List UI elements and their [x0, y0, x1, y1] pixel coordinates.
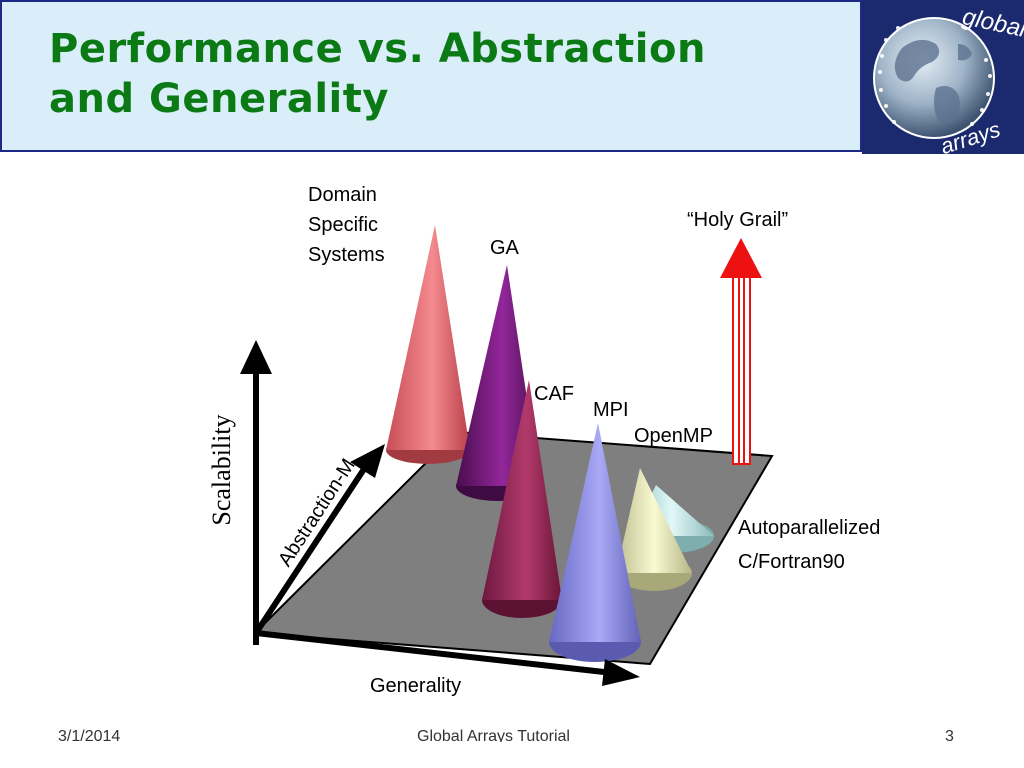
- cone-openmp: [616, 468, 692, 591]
- label-domain-specific: Domain Specific Systems: [308, 180, 385, 270]
- label-generality: Generality: [370, 675, 462, 697]
- global-arrays-logo: global arrays: [862, 0, 1024, 154]
- slide-title: Performance vs. Abstraction and Generali…: [49, 24, 706, 124]
- footer-center: Global Arrays Tutorial: [417, 716, 570, 742]
- abstraction-axis: [253, 444, 385, 635]
- scalability-axis: [240, 340, 272, 645]
- generality-axis: [255, 630, 640, 686]
- label-domain-line-1: Domain: [308, 184, 377, 206]
- title-line-1: Performance vs. Abstraction: [49, 26, 706, 72]
- label-caf: CAF: [534, 383, 574, 405]
- label-openmp: OpenMP: [634, 425, 713, 447]
- label-mpi: MPI: [593, 399, 629, 421]
- label-autoparallelized: Autoparallelized C/Fortran90: [738, 511, 880, 579]
- label-ga: GA: [490, 237, 519, 259]
- label-holy-grail: “Holy Grail”: [687, 209, 789, 231]
- cone-mpi: [549, 423, 641, 662]
- scalability-label: Scalability: [207, 414, 236, 525]
- holy-grail-arrow: [720, 238, 762, 465]
- cone-caf: [482, 380, 562, 618]
- label-domain-line-3: Systems: [308, 244, 385, 266]
- footer-page-text: 3: [945, 728, 954, 742]
- label-auto-line-1: Autoparallelized: [738, 517, 881, 539]
- label-domain-line-2: Specific: [308, 214, 379, 236]
- cone-domain-specific: [386, 225, 470, 464]
- footer-page: 3: [945, 716, 954, 742]
- title-line-2: and Generality: [49, 76, 389, 122]
- footer-date-text: 3/1/2014: [58, 728, 121, 742]
- footer-center-text: Global Arrays Tutorial: [417, 728, 570, 742]
- footer-date: 3/1/2014: [58, 716, 120, 742]
- title-banner: Performance vs. Abstraction and Generali…: [0, 0, 862, 152]
- label-auto-line-2: C/Fortran90: [738, 551, 845, 573]
